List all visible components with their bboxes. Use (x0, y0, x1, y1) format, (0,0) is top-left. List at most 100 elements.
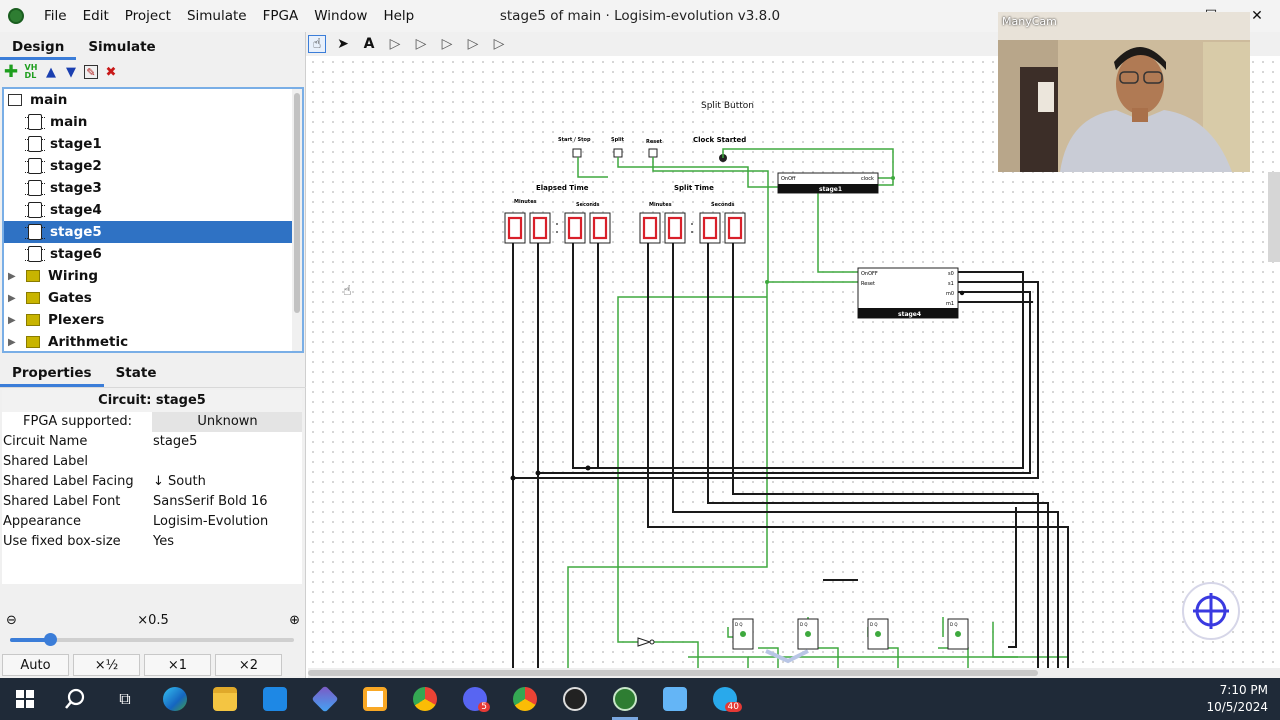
zoom-half-button[interactable]: ×½ (73, 654, 140, 676)
expand-caret-icon[interactable]: ▶ (8, 336, 16, 348)
zoom-auto-button[interactable]: Auto (2, 654, 69, 676)
prop-row-label-facing[interactable]: Shared Label Facing ↓ South (2, 472, 302, 492)
taskbar-mail[interactable] (250, 678, 300, 720)
tree-item-main[interactable]: main (4, 111, 302, 133)
circuit-icon (25, 246, 45, 262)
menu-fpga[interactable]: FPGA (262, 8, 299, 24)
expand-caret-icon[interactable]: ▶ (8, 314, 16, 326)
tab-properties[interactable]: Properties (0, 358, 104, 387)
menu-project[interactable]: Project (124, 8, 171, 24)
task-view-button[interactable]: ⧉ (100, 678, 150, 720)
tree-item-stage4[interactable]: stage4 (4, 199, 302, 221)
move-down-icon[interactable]: ▼ (66, 64, 76, 80)
reset-pin[interactable] (648, 148, 658, 158)
prop-value[interactable] (152, 452, 302, 472)
stage4-pin-reset: Reset (861, 281, 875, 287)
zoom-2x-button[interactable]: ×2 (215, 654, 282, 676)
zoom-slider-knob[interactable] (43, 633, 57, 646)
tree-lib-arithmetic[interactable]: ▶ Arithmetic (4, 331, 302, 351)
flip-flop[interactable]: D Q (732, 618, 754, 650)
expand-caret-icon[interactable]: ▶ (8, 270, 16, 282)
tab-design[interactable]: Design (0, 32, 77, 60)
prop-value[interactable]: SansSerif Bold 16 (153, 494, 268, 509)
prop-value[interactable]: ↓ South (153, 474, 206, 489)
close-button[interactable]: ✕ (1251, 8, 1263, 24)
search-button[interactable] (50, 678, 100, 720)
menu-file[interactable]: File (44, 8, 67, 24)
not-gate[interactable] (637, 637, 652, 647)
zoom-1x-button[interactable]: ×1 (144, 654, 211, 676)
tab-simulate[interactable]: Simulate (88, 39, 156, 55)
tree-lib-wiring[interactable]: ▶ Wiring (4, 265, 302, 287)
input-pin-icon[interactable]: ▷ (389, 36, 401, 52)
text-tool-icon[interactable]: A (363, 36, 375, 52)
start-stop-pin[interactable] (572, 148, 582, 158)
zoom-slider[interactable] (10, 633, 294, 646)
tab-state[interactable]: State (115, 365, 157, 381)
tree-lib-gates[interactable]: ▶ Gates (4, 287, 302, 309)
taskbar-store[interactable] (350, 678, 400, 720)
canvas-vertical-scrollbar[interactable] (1268, 172, 1280, 262)
prop-row-appearance[interactable]: Appearance Logisim-Evolution (2, 512, 302, 532)
menu-simulate[interactable]: Simulate (186, 8, 247, 24)
taskbar-discord[interactable]: 5 (450, 678, 500, 720)
not-gate-icon[interactable]: ▷ (441, 36, 453, 52)
taskbar-chrome-profile[interactable] (500, 678, 550, 720)
flip-flop-pins: D Q (950, 622, 958, 627)
design-simulate-tabs: Design Simulate (0, 32, 305, 60)
expand-caret-icon[interactable]: ▶ (8, 292, 16, 304)
taskbar-logisim[interactable] (600, 678, 650, 720)
zoom-in-icon[interactable]: ⊕ (289, 612, 300, 628)
taskbar-manycam[interactable] (650, 678, 700, 720)
prop-key: Appearance (3, 514, 82, 529)
delete-circuit-icon[interactable]: ✖ (105, 64, 117, 80)
menu-window[interactable]: Window (314, 8, 368, 24)
flip-flop[interactable]: D Q (947, 618, 969, 650)
canvas-hscroll-thumb[interactable] (308, 670, 1038, 676)
taskbar-chrome[interactable] (400, 678, 450, 720)
start-button[interactable] (0, 678, 50, 720)
add-circuit-icon[interactable]: ✚ (3, 62, 19, 82)
split-pin[interactable] (613, 148, 623, 158)
taskbar-edge[interactable] (150, 678, 200, 720)
taskbar-obs[interactable] (550, 678, 600, 720)
menu-help[interactable]: Help (383, 8, 415, 24)
or-gate-icon[interactable]: ▷ (493, 36, 505, 52)
flip-flop[interactable]: D Q (867, 618, 889, 650)
taskbar-file-explorer[interactable] (200, 678, 250, 720)
canvas-horizontal-scrollbar[interactable] (308, 668, 1280, 678)
select-tool-icon[interactable]: ➤ (337, 36, 349, 52)
menu-edit[interactable]: Edit (82, 8, 109, 24)
prop-value[interactable]: Logisim-Evolution (153, 514, 269, 529)
stage4-label-bar (858, 308, 958, 318)
taskbar-app-hex[interactable] (300, 678, 350, 720)
taskbar-telegram[interactable]: 40 (700, 678, 750, 720)
prop-row-circuit-name[interactable]: Circuit Name stage5 (2, 432, 302, 452)
tree-root-main[interactable]: main (4, 89, 302, 111)
tree-scroll-thumb[interactable] (294, 93, 300, 313)
and-gate-icon[interactable]: ▷ (467, 36, 479, 52)
prop-row-shared-label[interactable]: Shared Label (2, 452, 302, 472)
edit-appearance-icon[interactable]: ✎ (84, 65, 98, 79)
flip-flop-pins: D Q (735, 622, 743, 627)
move-up-icon[interactable]: ▲ (46, 64, 56, 80)
tree-item-stage5[interactable]: stage5 (4, 221, 302, 243)
output-pin-icon[interactable]: ▷ (415, 36, 427, 52)
tree-item-stage6[interactable]: stage6 (4, 243, 302, 265)
system-clock[interactable]: 7:10 PM 10/5/2024 (1206, 682, 1268, 716)
prop-value[interactable]: stage5 (153, 434, 198, 449)
flip-flop[interactable]: D Q (797, 618, 819, 650)
prop-row-fixed-box[interactable]: Use fixed box-size Yes (2, 532, 302, 552)
tree-scrollbar[interactable] (292, 89, 302, 351)
poke-tool-icon[interactable]: ☝ (308, 35, 326, 53)
prop-value[interactable]: Yes (153, 534, 174, 549)
floating-target-button[interactable] (1182, 582, 1240, 640)
tree-item-stage2[interactable]: stage2 (4, 155, 302, 177)
logisim-app-icon (8, 8, 24, 24)
tree-item-stage3[interactable]: stage3 (4, 177, 302, 199)
tree-item-stage1[interactable]: stage1 (4, 133, 302, 155)
tree-lib-plexers[interactable]: ▶ Plexers (4, 309, 302, 331)
prop-row-label-font[interactable]: Shared Label Font SansSerif Bold 16 (2, 492, 302, 512)
zoom-out-icon[interactable]: ⊖ (6, 612, 17, 628)
